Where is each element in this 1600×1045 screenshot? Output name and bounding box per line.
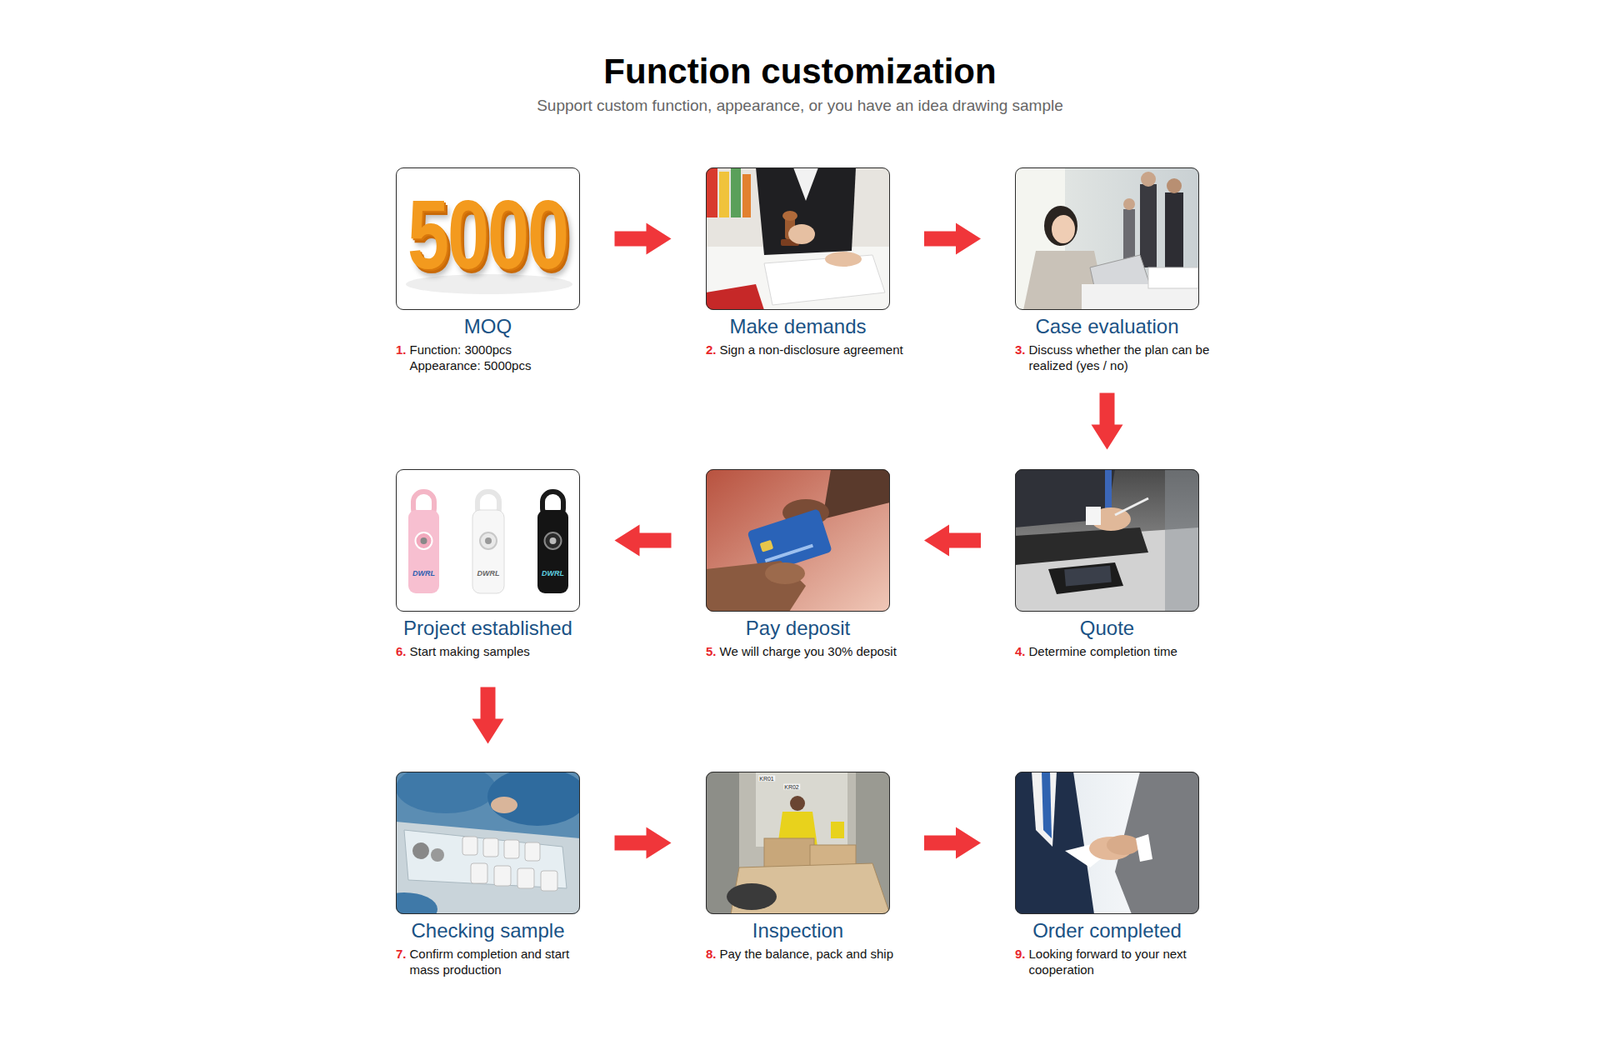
step-number: 6. [395,643,407,660]
step-description: Determine completion time [1029,643,1230,660]
flow-arrow [924,827,981,860]
step-heading: Pay deposit [705,615,890,641]
step-description-row: 7.Confirm completion and start mass prod… [395,945,616,978]
flow-arrow [615,827,672,860]
meeting-picture [1015,167,1200,310]
step-heading: Project established [395,615,580,641]
step-node: Inspection8.Pay the balance, pack and sh… [705,771,926,962]
image-frame [395,167,580,310]
step-description-row: 5.We will charge you 30% deposit [705,643,926,660]
shelf-sign: KR02 [783,784,800,790]
product-logo: DWRL [412,569,435,578]
step-heading: MOQ [395,314,580,340]
step-number: 9. [1015,945,1026,962]
flow-arrow [615,525,672,557]
step-node: Make demands2.Sign a non-disclosure agre… [705,167,926,358]
step-heading: Checking sample [395,918,580,944]
flow-arrow [615,223,672,255]
image-text: 5000 [407,179,568,291]
image-frame [705,771,890,915]
step-node: MOQ1.Function: 3000pcs Appearance: 5000p… [395,167,616,374]
step-number: 5. [705,643,717,660]
image-frame [705,167,890,310]
step-description: Confirm completion and start mass produc… [410,945,581,978]
step-node: Quote 4.Determine completion time [1015,469,1235,660]
step-description-row: 2.Sign a non-disclosure agreement [705,341,926,358]
image-frame [705,469,890,612]
image-frame [1015,771,1200,915]
step-description-row: 9.Looking forward to your next cooperati… [1015,945,1235,978]
step-number: 3. [1015,341,1026,358]
step-node: Case evaluation3.Discuss whether the pla… [1015,167,1235,374]
step-heading: Quote [1015,615,1200,641]
flow-arrow [924,525,981,557]
warehouse-picture [705,771,890,915]
image-frame [395,771,580,915]
flow-arrow [924,223,981,255]
step-description: Looking forward to your next cooperation [1029,945,1200,978]
step-number: 2. [705,341,717,358]
flow-arrow [472,687,505,745]
step-node: Order completed9.Looking forward to your… [1015,771,1235,978]
step-number: 8. [705,945,717,962]
step-node: Checking sample7.Confirm completion and … [395,771,616,978]
product-picture [395,469,580,612]
quote-picture [1015,469,1200,612]
step-heading: Make demands [705,314,890,340]
image-frame [1015,167,1200,310]
step-heading: Inspection [705,918,890,944]
image-frame [395,469,580,612]
step-heading: Case evaluation [1015,314,1200,340]
handshake-picture [1015,771,1200,915]
contract-picture [705,167,890,310]
step-heading: Order completed [1015,918,1200,944]
moq-picture [395,167,580,310]
step-number: 4. [1015,643,1026,660]
factory-picture [395,771,580,915]
step-number: 7. [395,945,407,962]
flow-arrow [1091,393,1124,450]
step-number: 1. [395,341,407,358]
step-description: Pay the balance, pack and ship [720,945,920,962]
step-description-row: 3.Discuss whether the plan can be realiz… [1015,341,1235,374]
step-description: Function: 3000pcs Appearance: 5000pcs [410,341,535,374]
step-description: Start making samples [410,643,610,660]
card-picture [705,469,890,612]
step-description-row: 6.Start making samples [395,643,616,660]
step-description: Discuss whether the plan can be realized… [1029,341,1221,374]
title: Function customization [603,51,996,92]
image-frame [1015,469,1200,612]
step-description: Sign a non-disclosure agreement [720,341,920,358]
product-logo: DWRL [541,569,565,578]
step-description: We will charge you 30% deposit [720,643,920,660]
step-node: Project established 6.Start making sample… [395,469,616,660]
step-description-row: 1.Function: 3000pcs Appearance: 5000pcs [395,341,616,374]
step-node: Pay deposit 5.We will charge you 30% depo… [705,469,926,660]
step-description-row: 8.Pay the balance, pack and ship [705,945,926,962]
shelf-sign: KR01 [758,775,775,782]
product-logo: DWRL [477,569,500,578]
step-description-row: 4.Determine completion time [1015,643,1235,660]
subtitle: Support custom function, appearance, or … [536,96,1064,115]
